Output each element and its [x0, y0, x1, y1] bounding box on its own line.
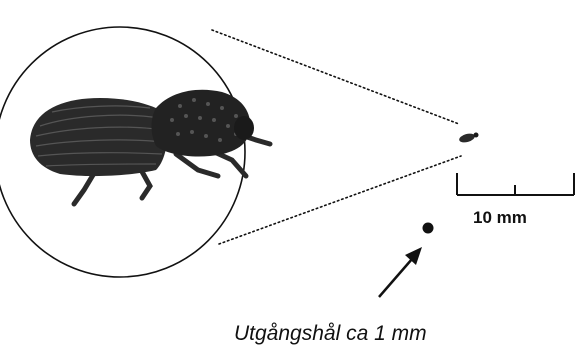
- exit-hole-caption: Utgångshål ca 1 mm: [234, 322, 427, 345]
- exit-hole-dot: [423, 223, 434, 234]
- scale-bar-label: 10 mm: [473, 208, 527, 227]
- exit-hole-arrow: [379, 247, 422, 297]
- beetle-actual-size: [458, 132, 476, 144]
- beetle-head: [234, 116, 254, 140]
- projection-line-top: [212, 30, 459, 124]
- scale-bar: [457, 173, 574, 195]
